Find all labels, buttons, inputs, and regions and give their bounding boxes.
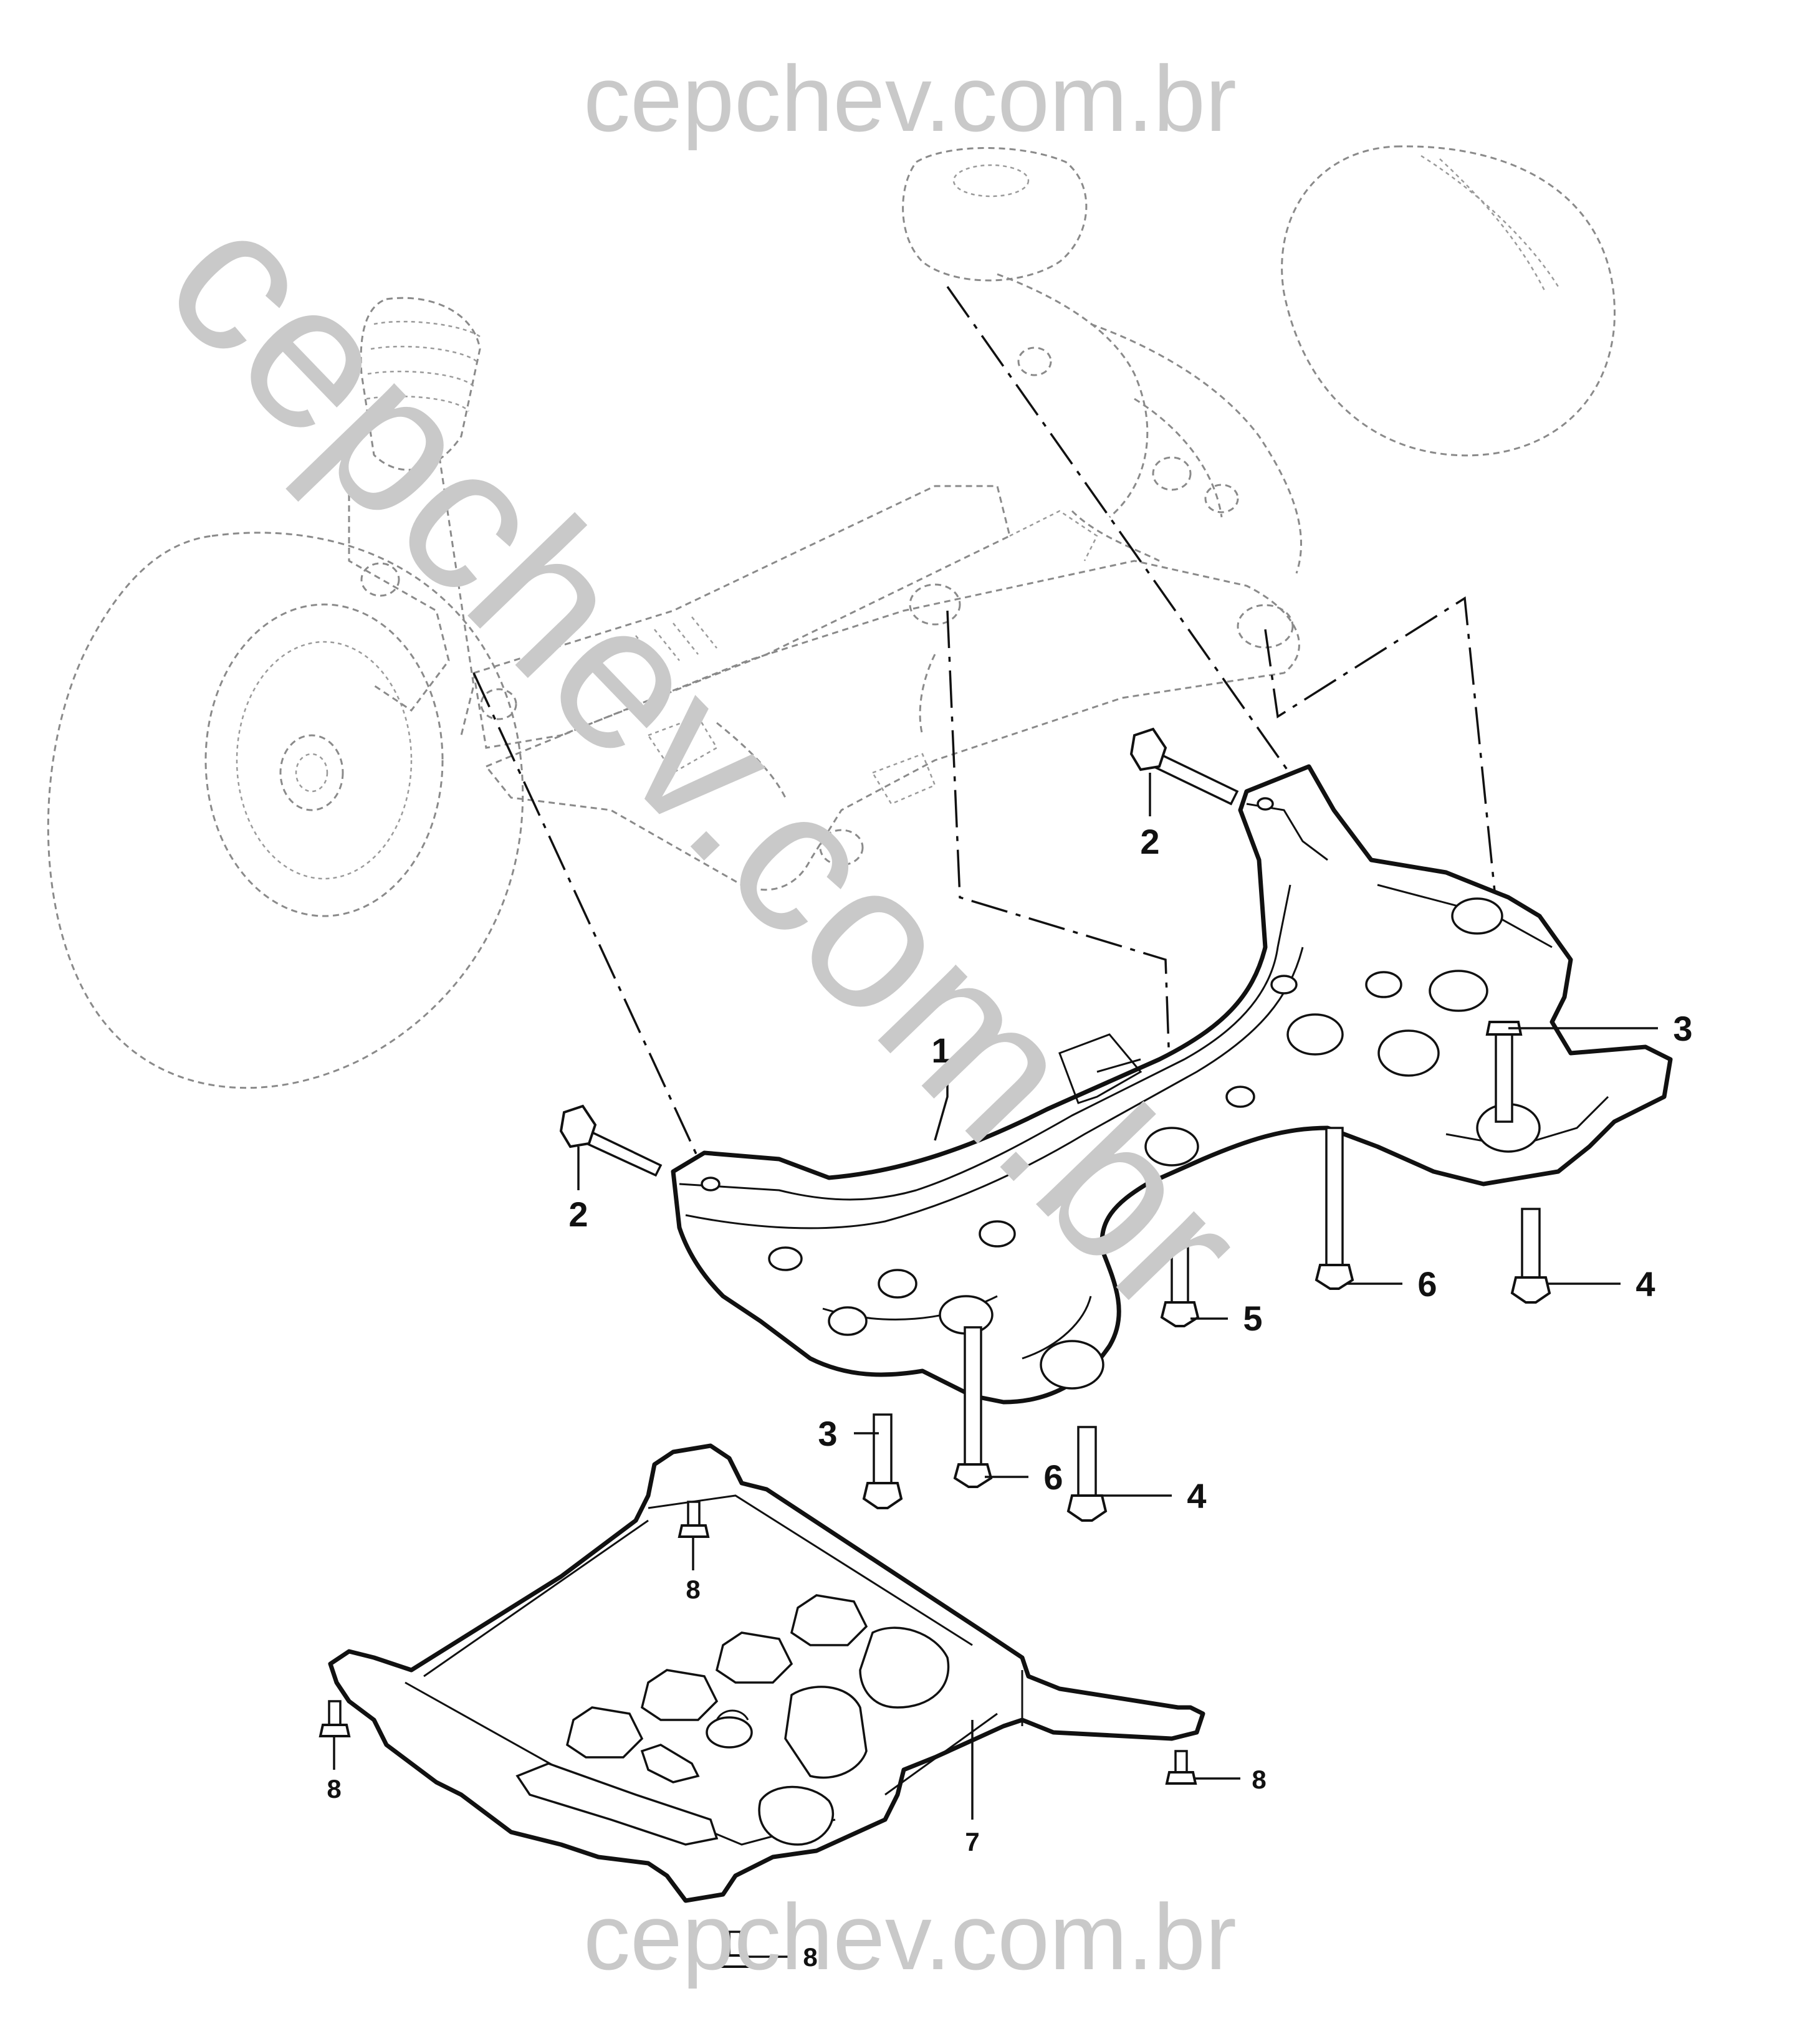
callout-3-right: 3 [1673, 1009, 1692, 1048]
callout-2-upper: 2 [1140, 822, 1159, 861]
bolt-8-upper [678, 1501, 710, 1538]
callout-7: 7 [965, 1827, 979, 1856]
alignment-line-right-rear [1264, 596, 1497, 904]
bolt-4-lower [1066, 1426, 1108, 1522]
right-strut-top [902, 147, 1088, 282]
bolt-2-lower [559, 1104, 663, 1177]
right-tire-outline [1281, 145, 1616, 457]
leader-lines [333, 773, 1658, 1958]
ghost-crossmember [484, 560, 1300, 891]
background-suspension-assembly [47, 145, 1616, 1089]
bolt-4-right [1510, 1208, 1551, 1304]
callout-8-bottom: 8 [803, 1942, 817, 1972]
alignment-lines [472, 285, 1497, 1172]
bolt-5 [1160, 1239, 1200, 1327]
bolt-2-upper [1129, 727, 1239, 806]
subframe-outline [671, 764, 1673, 1405]
part-1-front-subframe [671, 764, 1673, 1405]
watermark-bottom: cepchev.com.br [583, 1884, 1237, 1989]
bolt-6-right [1315, 1127, 1354, 1290]
part-7-underbody-shield [328, 1443, 1205, 1903]
callout-8-right: 8 [1252, 1765, 1266, 1794]
bolt-8-right [1165, 1750, 1197, 1785]
bolt-6-lower [953, 1326, 993, 1488]
bolts [318, 727, 1551, 1968]
alignment-line-left-rear [946, 610, 1173, 1135]
left-tire-outline [47, 532, 524, 1089]
callout-4-right: 4 [1636, 1264, 1655, 1304]
bolt-3-lower [862, 1413, 903, 1509]
bolt-3-right [1485, 1021, 1523, 1123]
callout-2-lower: 2 [568, 1195, 588, 1234]
callout-8-left: 8 [327, 1774, 341, 1803]
subframe-hole [1144, 1127, 1199, 1167]
callout-5: 5 [1243, 1299, 1262, 1338]
callout-4-lower: 4 [1187, 1476, 1206, 1516]
shield-recess [790, 1594, 868, 1646]
left-coil-spring [360, 297, 481, 471]
left-brake-disc [204, 603, 444, 917]
callout-6-right: 6 [1417, 1264, 1437, 1304]
callout-1: 1 [931, 1031, 951, 1070]
alignment-line-left-front [472, 672, 706, 1172]
bolt-8-bottom [719, 1931, 751, 1968]
alignment-line-right-front [946, 285, 1348, 855]
callout-6-lower: 6 [1043, 1458, 1063, 1497]
watermark-top: cepchev.com.br [583, 46, 1237, 151]
callout-8-upper: 8 [686, 1575, 700, 1604]
bolt-8-left [318, 1700, 351, 1737]
callout-3-lower: 3 [818, 1414, 837, 1453]
callout-labels: 1 2 2 3 3 4 4 5 6 6 7 8 8 8 8 [327, 822, 1692, 1972]
